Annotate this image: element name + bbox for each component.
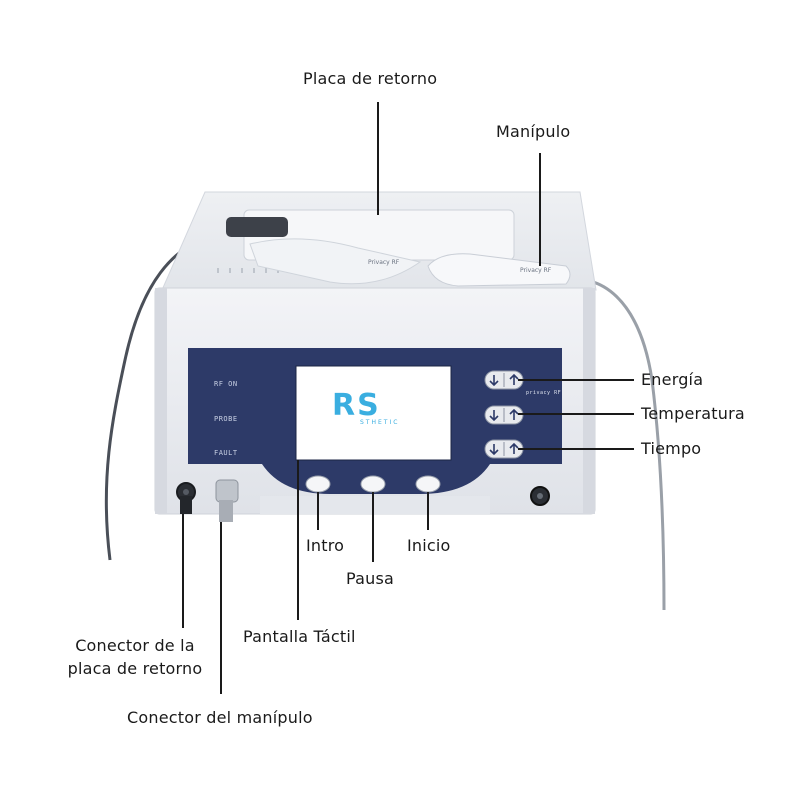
energy-buttons[interactable] bbox=[484, 370, 524, 390]
brand-small: privacy RF bbox=[526, 390, 562, 396]
temperature-buttons[interactable] bbox=[484, 405, 524, 425]
touchscreen[interactable] bbox=[295, 365, 452, 461]
screen-logo-sub: STHETIC bbox=[360, 419, 400, 426]
handpiece-cable bbox=[559, 277, 666, 611]
body-side-shade bbox=[155, 288, 167, 514]
indicator-rf-on: RF ON bbox=[214, 380, 238, 388]
label-manipulo: Manípulo bbox=[496, 122, 571, 141]
label-placa-retorno: Placa de retorno bbox=[303, 69, 438, 88]
start-button[interactable] bbox=[415, 475, 441, 493]
indicator-probe: PROBE bbox=[214, 415, 238, 423]
label-energia: Energía bbox=[641, 370, 704, 389]
label-temperatura: Temperatura bbox=[641, 404, 745, 423]
return-plate-plug bbox=[180, 496, 192, 514]
leader-lines bbox=[182, 102, 634, 694]
probe-holder-left bbox=[249, 238, 422, 285]
front-ledge bbox=[260, 496, 490, 514]
handpiece-text: Privacy RF bbox=[520, 267, 552, 274]
pause-button[interactable] bbox=[360, 475, 386, 493]
handpiece-plug bbox=[219, 500, 233, 522]
top-plate-text: Privacy RF bbox=[368, 259, 400, 266]
handpiece-connector[interactable] bbox=[215, 479, 239, 503]
right-knob-core bbox=[537, 493, 543, 499]
label-conector-placa-line2: placa de retorno bbox=[67, 659, 203, 678]
label-intro: Intro bbox=[306, 536, 345, 555]
time-buttons[interactable] bbox=[484, 439, 524, 459]
screen-logo: RS bbox=[332, 388, 381, 423]
indicator-fault: FAULT bbox=[214, 449, 238, 457]
return-plate-connector-core bbox=[183, 489, 189, 495]
label-conector-manipulo: Conector del manípulo bbox=[127, 708, 313, 727]
return-plate-clip bbox=[226, 217, 288, 237]
label-pantalla-tactil: Pantalla Táctil bbox=[243, 627, 356, 646]
label-conector-placa-line1: Conector de la bbox=[75, 636, 195, 655]
label-inicio: Inicio bbox=[407, 536, 451, 555]
handpiece bbox=[427, 253, 571, 287]
label-pausa: Pausa bbox=[346, 569, 395, 588]
label-tiempo: Tiempo bbox=[641, 439, 702, 458]
body-side-shade-right bbox=[583, 288, 595, 514]
intro-button[interactable] bbox=[305, 475, 331, 493]
